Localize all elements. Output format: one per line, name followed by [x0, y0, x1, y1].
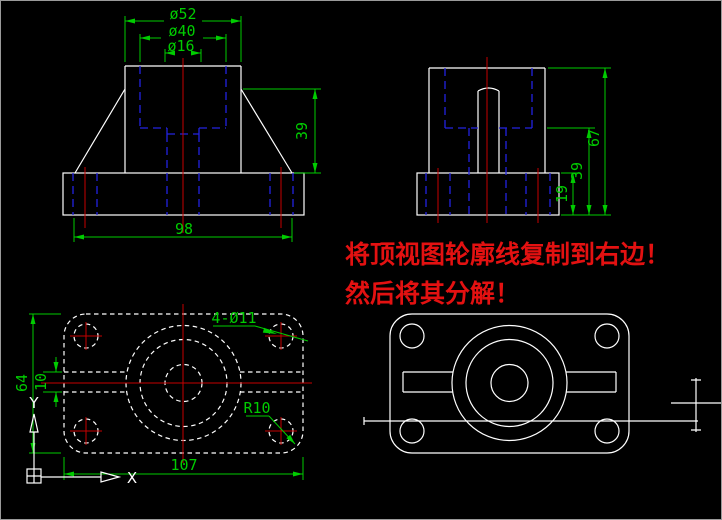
dim-label-98[interactable]: 98: [175, 220, 193, 238]
dim-label-19[interactable]: 19: [553, 185, 571, 203]
dim-label-64[interactable]: 64: [13, 374, 31, 392]
front-view-hidden-lines[interactable]: [72, 66, 294, 215]
ucs-y-label: Y: [28, 394, 39, 412]
dim-top-10[interactable]: 10: [32, 357, 62, 407]
instruction-line-2[interactable]: 然后将其分解！: [345, 279, 520, 308]
dim-dia52[interactable]: ø52: [124, 5, 242, 62]
dim-side-19[interactable]: 19: [553, 172, 579, 215]
dim-dia40[interactable]: ø40: [139, 22, 227, 62]
ucs-x-arrow-icon: [100, 471, 122, 483]
dim-label-dia52[interactable]: ø52: [169, 5, 196, 23]
dim-front-width-98[interactable]: 98: [73, 218, 293, 242]
dim-label-r10[interactable]: R10: [243, 399, 270, 417]
dim-label-dia40[interactable]: ø40: [168, 22, 195, 40]
ucs-icon: Y X: [26, 394, 137, 487]
instruction-line-1[interactable]: 将顶视图轮廓线复制到右边！: [345, 240, 670, 269]
ucs-x-label: X: [127, 469, 137, 487]
dim-label-dia16[interactable]: ø16: [167, 37, 194, 55]
dim-front-height-39[interactable]: 39: [243, 88, 321, 174]
dim-side-39[interactable]: 39: [547, 127, 595, 215]
ucs-y-arrow-icon: [29, 413, 39, 433]
copied-top-view[interactable]: [389, 313, 630, 454]
dim-dia16[interactable]: ø16: [164, 37, 202, 62]
construction-line[interactable]: [363, 417, 698, 425]
dim-label-holes[interactable]: 4-Ø11: [211, 309, 256, 327]
top-view[interactable]: 64 10 107 4-Ø11 R10: [13, 304, 312, 480]
dim-side-67[interactable]: 67: [548, 67, 611, 216]
dim-label-front-39[interactable]: 39: [293, 122, 311, 140]
front-view[interactable]: ø52 ø40 ø16 39 98: [62, 5, 321, 242]
front-view-centerlines[interactable]: [84, 58, 282, 233]
dim-label-10[interactable]: 10: [32, 373, 50, 391]
dim-label-107[interactable]: 107: [170, 456, 197, 474]
side-view-hidden-lines[interactable]: [425, 68, 551, 215]
leader-4-holes[interactable]: 4-Ø11: [211, 309, 309, 342]
crosshair-cursor-icon: [671, 378, 721, 432]
side-view-centerlines[interactable]: [437, 57, 539, 223]
dim-label-67[interactable]: 67: [585, 129, 603, 147]
dim-top-107[interactable]: 107: [63, 456, 304, 480]
instruction-text[interactable]: 将顶视图轮廓线复制到右边！ 然后将其分解！: [345, 240, 670, 308]
leader-corner-radius[interactable]: R10: [243, 399, 296, 445]
top-view-centerlines[interactable]: [41, 304, 312, 463]
side-view[interactable]: 19 39 67: [416, 57, 611, 223]
ucs-origin-box-icon: [26, 468, 42, 484]
dim-label-side-39[interactable]: 39: [568, 162, 586, 180]
